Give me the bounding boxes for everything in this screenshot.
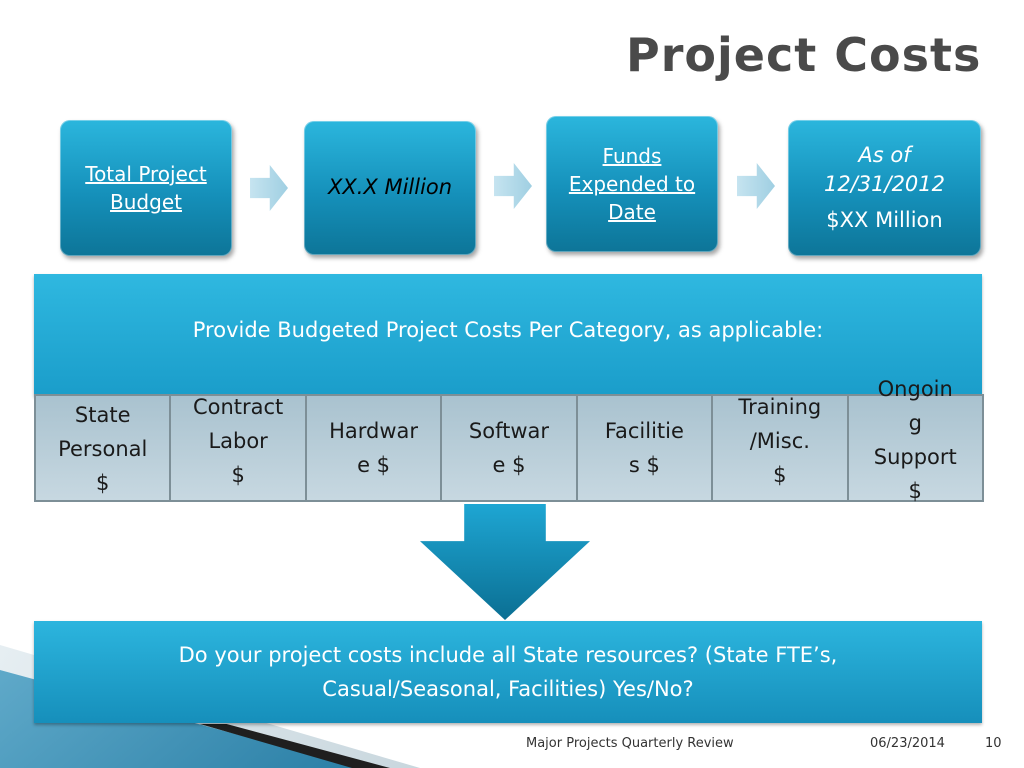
footer-date: 06/23/2014 (870, 736, 945, 751)
as-of-label: As of (858, 142, 911, 167)
footer-title: Major Projects Quarterly Review (526, 736, 734, 751)
funds-expended-box: Funds Expended to Date (546, 116, 718, 252)
funds-link-line3[interactable]: Date (608, 200, 656, 224)
category-label: Softwar e $ (468, 419, 550, 477)
total-budget-link-line2[interactable]: Budget (110, 190, 182, 214)
resources-question-box: Do your project costs include all State … (34, 621, 982, 723)
category-row: State Personal $ Contract Labor $ Hardwa… (34, 377, 984, 503)
as-of-date: 12/31/2012 (823, 172, 946, 197)
funds-link-line1[interactable]: Funds (602, 144, 662, 168)
category-label: Contract Labor $ (192, 395, 284, 487)
category-label: Training /Misc. $ (738, 395, 822, 487)
category-software: Softwar e $ (440, 394, 578, 502)
total-budget-link-line1[interactable]: Total Project (85, 162, 207, 186)
funds-link-line2[interactable]: Expended to (568, 172, 696, 196)
down-arrow-icon (420, 504, 590, 620)
as-of-box: As of 12/31/2012 $XX Million (788, 120, 981, 256)
total-budget-box: Total Project Budget (60, 120, 232, 256)
right-arrow-icon (494, 163, 532, 209)
as-of-value: $XX Million (826, 207, 943, 232)
right-arrow-icon (737, 163, 775, 209)
category-state-personal: State Personal $ (34, 394, 172, 502)
right-arrow-icon (250, 165, 288, 211)
category-hardware: Hardwar e $ (304, 394, 443, 502)
category-banner: Provide Budgeted Project Costs Per Categ… (34, 274, 982, 396)
category-label: State Personal $ (58, 403, 148, 495)
page-title: Project Costs (626, 28, 982, 82)
category-training-misc: Training /Misc. $ (711, 394, 849, 502)
category-contract-labor: Contract Labor $ (169, 394, 307, 502)
footer-page-number: 10 (985, 736, 1002, 751)
category-label: Ongoin g Support $ (873, 377, 957, 503)
category-label: Facilitie s $ (604, 419, 684, 477)
budget-value: XX.X Million (327, 175, 453, 200)
resources-question: Do your project costs include all State … (178, 643, 838, 701)
category-label: Hardwar e $ (329, 419, 419, 477)
banner-text: Provide Budgeted Project Costs Per Categ… (192, 318, 824, 342)
budget-value-box: XX.X Million (304, 121, 476, 255)
category-facilities: Facilitie s $ (575, 394, 714, 502)
category-ongoing-support: Ongoin g Support $ (846, 377, 984, 503)
